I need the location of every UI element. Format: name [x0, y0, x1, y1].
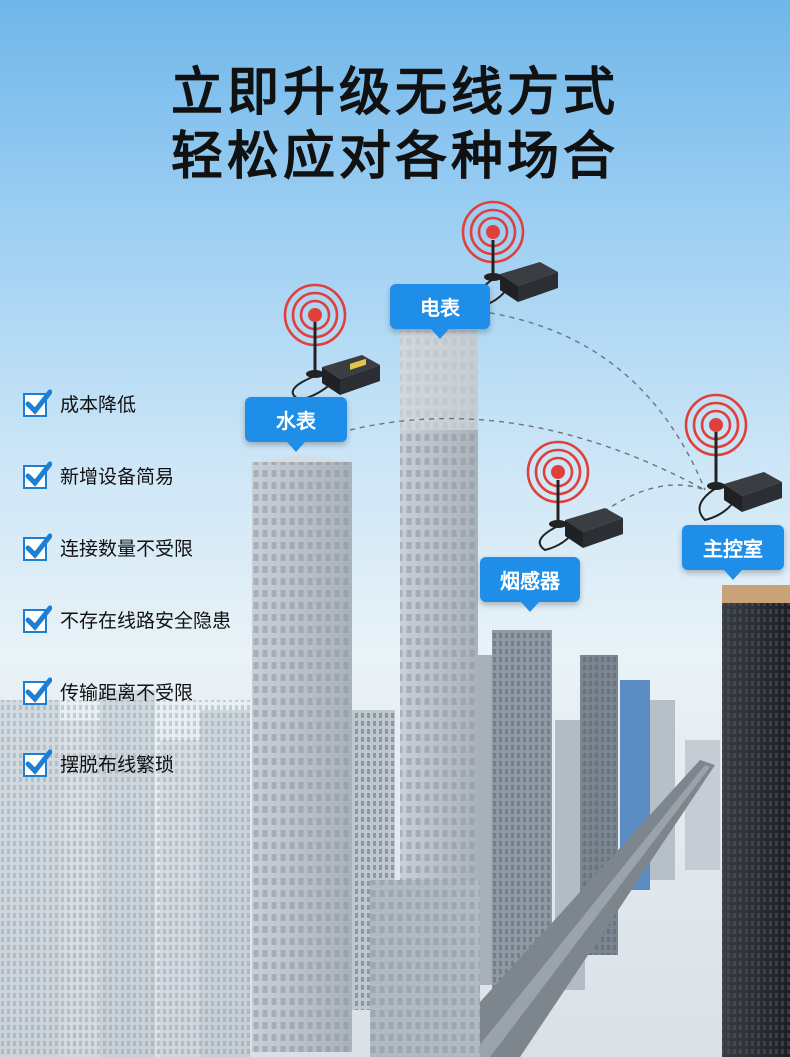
- checkbox-check-icon: [23, 461, 52, 489]
- main-control-room-label: 主控室: [682, 525, 784, 580]
- signal-icons: [283, 200, 748, 504]
- feature-item: 不存在线路安全隐患: [22, 604, 231, 634]
- wireless-devices: [322, 262, 782, 548]
- checkbox-check-icon: [23, 533, 52, 561]
- feature-label: 摆脱布线繁琐: [60, 753, 175, 776]
- feature-label: 传输距离不受限: [60, 681, 194, 704]
- feature-item: 连接数量不受限: [22, 532, 193, 562]
- smoke-sensor-label: 烟感器: [480, 557, 580, 612]
- highway: [430, 760, 715, 1057]
- checkbox-check-icon: [23, 389, 52, 417]
- feature-item: 成本降低: [22, 388, 136, 418]
- distant-buildings: [0, 690, 250, 1057]
- checkbox-check-icon: [23, 605, 52, 633]
- central-tower: [370, 330, 480, 1057]
- checkbox-check-icon: [23, 749, 52, 777]
- headline-line-2: 轻松应对各种场合: [170, 127, 619, 187]
- feature-label: 连接数量不受限: [60, 537, 194, 560]
- right-glass-tower: [722, 585, 790, 1057]
- feature-item: 传输距离不受限: [22, 676, 193, 706]
- left-tower: [252, 455, 352, 1052]
- feature-label: 新增设备简易: [60, 465, 175, 488]
- feature-label: 成本降低: [60, 393, 137, 416]
- feature-item: 摆脱布线繁琐: [22, 748, 174, 778]
- checkbox-check-icon: [23, 677, 52, 705]
- feature-label: 不存在线路安全隐患: [60, 609, 232, 632]
- water-meter-label: 水表: [245, 397, 347, 452]
- headline-line-1: 立即升级无线方式: [170, 63, 619, 123]
- feature-item: 新增设备简易: [22, 460, 174, 490]
- antennas: [313, 240, 718, 522]
- electric-meter-label: 电表: [390, 284, 490, 339]
